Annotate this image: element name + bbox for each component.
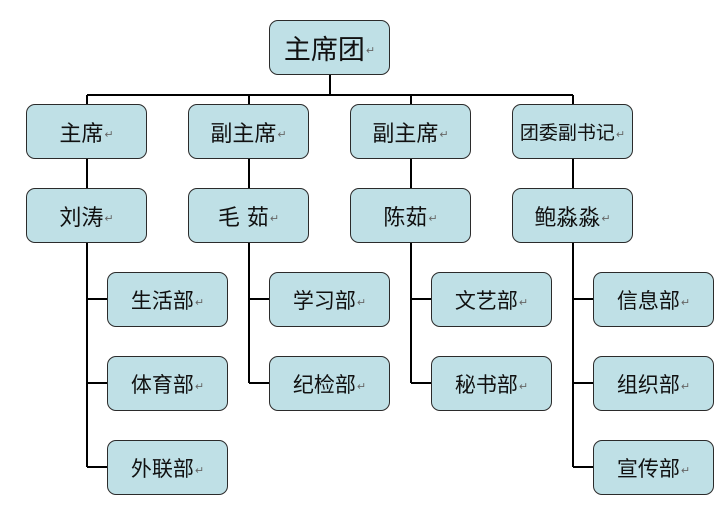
person-label: 陈茹	[383, 205, 428, 231]
paragraph-mark-icon: ↵	[680, 464, 691, 477]
root-box: 主席团↵	[269, 20, 390, 75]
person-box-chairman: 刘涛↵	[26, 188, 147, 243]
person-label: 毛 茹	[217, 205, 269, 231]
department-box: 纪检部↵	[269, 356, 390, 411]
title-label: 主席	[59, 121, 104, 147]
paragraph-mark-icon: ↵	[680, 296, 691, 309]
person-label: 刘涛	[59, 205, 104, 231]
paragraph-mark-icon: ↵	[680, 380, 691, 393]
paragraph-mark-icon: ↵	[356, 296, 367, 309]
paragraph-mark-icon: ↵	[365, 44, 376, 57]
title-label: 团委副书记	[519, 122, 615, 144]
root-label: 主席团	[283, 35, 365, 66]
department-box: 宣传部↵	[593, 440, 714, 495]
person-box-league-deputy-secretary: 鲍淼淼↵	[512, 188, 633, 243]
paragraph-mark-icon: ↵	[194, 380, 205, 393]
person-label: 鲍淼淼	[534, 205, 601, 231]
department-box: 体育部↵	[107, 356, 228, 411]
person-box-vice-chairman-2: 陈茹↵	[350, 188, 471, 243]
paragraph-mark-icon: ↵	[104, 212, 114, 225]
department-label: 学习部	[292, 288, 356, 313]
paragraph-mark-icon: ↵	[518, 296, 529, 309]
department-label: 外联部	[130, 456, 194, 481]
title-label: 副主席	[372, 121, 439, 147]
department-label: 组织部	[616, 372, 680, 397]
department-box: 生活部↵	[107, 272, 228, 327]
paragraph-mark-icon: ↵	[269, 212, 280, 225]
paragraph-mark-icon: ↵	[277, 128, 287, 141]
department-box: 组织部↵	[593, 356, 714, 411]
department-label: 文艺部	[454, 288, 518, 313]
paragraph-mark-icon: ↵	[428, 212, 438, 225]
paragraph-mark-icon: ↵	[601, 212, 611, 225]
paragraph-mark-icon: ↵	[356, 380, 367, 393]
title-box-vice-chairman-1: 副主席↵	[188, 104, 309, 159]
department-label: 秘书部	[454, 372, 518, 397]
paragraph-mark-icon: ↵	[104, 128, 114, 141]
paragraph-mark-icon: ↵	[439, 128, 449, 141]
title-box-league-deputy-secretary: 团委副书记↵	[512, 104, 633, 159]
department-box: 外联部↵	[107, 440, 228, 495]
department-label: 宣传部	[616, 456, 680, 481]
department-box: 学习部↵	[269, 272, 390, 327]
department-label: 生活部	[130, 288, 194, 313]
paragraph-mark-icon: ↵	[194, 464, 205, 477]
paragraph-mark-icon: ↵	[615, 128, 626, 141]
title-box-chairman: 主席↵	[26, 104, 147, 159]
department-label: 信息部	[616, 288, 680, 313]
department-box: 信息部↵	[593, 272, 714, 327]
department-box: 秘书部↵	[431, 356, 552, 411]
title-label: 副主席	[210, 121, 277, 147]
department-label: 体育部	[130, 372, 194, 397]
title-box-vice-chairman-2: 副主席↵	[350, 104, 471, 159]
paragraph-mark-icon: ↵	[194, 296, 205, 309]
department-label: 纪检部	[292, 372, 356, 397]
paragraph-mark-icon: ↵	[518, 380, 529, 393]
person-box-vice-chairman-1: 毛 茹↵	[188, 188, 309, 243]
department-box: 文艺部↵	[431, 272, 552, 327]
